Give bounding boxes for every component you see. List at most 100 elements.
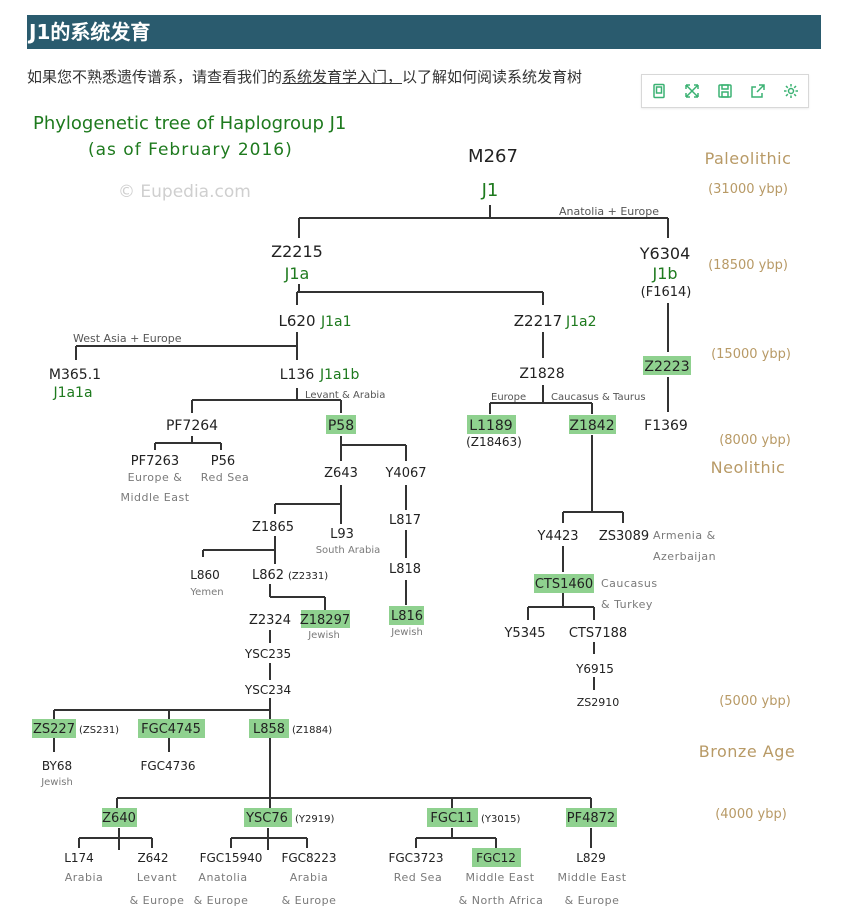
node-l817: L817 — [389, 513, 421, 528]
node-zs3089: ZS3089 — [599, 529, 649, 544]
node-y5345: Y5345 — [503, 626, 545, 641]
node-ysc235: YSC235 — [244, 647, 291, 661]
node-l816: L816 — [391, 609, 423, 624]
highlight-fgc4745 — [138, 719, 205, 738]
geo-fgc8223-1: Arabia — [290, 871, 329, 884]
highlight-l1189 — [467, 415, 516, 434]
node-zs227: ZS227 — [33, 722, 75, 737]
geo-fgc15940-1: Anatolia — [198, 871, 247, 884]
highlight-z640 — [102, 808, 137, 827]
image-toolbar — [641, 74, 809, 108]
geo-by68: Jewish — [40, 777, 73, 788]
geo-fgc12-2: & North Africa — [459, 894, 544, 907]
note-levant-arabia: Levant & Arabia — [305, 390, 385, 401]
geo-fgc8223-2: & Europe — [282, 894, 337, 907]
geo-l174: Arabia — [65, 871, 104, 884]
node-y4423: Y4423 — [536, 529, 578, 544]
node-fgc12: FGC12 — [476, 851, 516, 865]
node-fgc4736: FGC4736 — [140, 759, 195, 773]
highlight-fgc11 — [427, 808, 478, 827]
geo-l829-2: & Europe — [565, 894, 620, 907]
node-pf7264: PF7264 — [166, 418, 218, 434]
geo-l829-1: Middle East — [557, 871, 626, 884]
geo-fgc3723: Red Sea — [394, 871, 442, 884]
highlight-zs227 — [32, 719, 76, 738]
intro-before: 如果您不熟悉遗传谱系，请查看我们的 — [27, 68, 283, 86]
node-f1614: (F1614) — [641, 285, 692, 300]
save-icon[interactable] — [714, 80, 736, 102]
label-paleolithic: Paleolithic — [705, 149, 792, 168]
highlight-z18297 — [301, 610, 350, 628]
geo-z642-1: Levant — [137, 871, 177, 884]
node-z640: Z640 — [102, 811, 136, 826]
node-p58: P58 — [328, 418, 354, 434]
node-l174: L174 — [64, 851, 94, 865]
phylogenetics-intro-link[interactable]: 系统发育学入门， — [282, 68, 403, 86]
node-z642: Z642 — [137, 851, 168, 865]
geo-fgc12-1: Middle East — [465, 871, 534, 884]
node-cts1460: CTS1460 — [535, 577, 593, 592]
label-ybp-4000: (4000 ybp) — [715, 807, 787, 822]
highlight-l816 — [389, 606, 424, 625]
node-l136: L136 — [280, 367, 315, 383]
note-europe: Europe — [491, 392, 526, 403]
note-caucasus-taurus: Caucasus & Taurus — [551, 392, 646, 403]
node-p56: P56 — [211, 454, 235, 469]
geo-p56: Red Sea — [201, 471, 249, 484]
settings-icon[interactable] — [780, 80, 802, 102]
note-west-asia-europe: West Asia + Europe — [73, 332, 182, 345]
highlight-cts1460 — [534, 574, 594, 593]
node-cts7188: CTS7188 — [569, 626, 627, 641]
haplo-j1a: J1a — [284, 264, 310, 283]
label-ybp-18500: (18500 ybp) — [708, 258, 788, 273]
intro-text: 如果您不熟悉遗传谱系，请查看我们的系统发育学入门，以了解如何阅读系统发育树 — [27, 66, 582, 87]
node-by68: BY68 — [42, 759, 72, 773]
geo-cts1460-2: & Turkey — [601, 598, 653, 611]
node-z2217: Z2217 — [514, 312, 562, 330]
node-fgc4745: FGC4745 — [141, 722, 201, 737]
tree-nodes: M267 J1 Z2215 J1a Y6304 J1b (F1614) L620… — [33, 146, 716, 907]
share-icon[interactable] — [747, 80, 769, 102]
node-z2324: Z2324 — [249, 613, 291, 628]
node-z18297: Z18297 — [300, 613, 350, 628]
node-zs231: (ZS231) — [79, 725, 119, 736]
bookmark-icon[interactable] — [648, 80, 670, 102]
highlight-ysc76 — [244, 808, 292, 827]
node-y3015: (Y3015) — [481, 814, 520, 825]
haplo-j1a1a: J1a1a — [52, 385, 92, 401]
label-ybp-31000: (31000 ybp) — [708, 182, 788, 197]
geo-zs3089-1: Armenia & — [653, 529, 716, 542]
section-heading: J1的系统发育 — [27, 15, 821, 49]
label-neolithic: Neolithic — [711, 458, 786, 477]
node-l860: L860 — [190, 568, 220, 582]
branch-notes: Anatolia + Europe West Asia + Europe Lev… — [73, 205, 659, 403]
node-z2223: Z2223 — [644, 359, 689, 375]
haplo-j1a1: J1a1 — [320, 314, 352, 330]
tree-title-line2: (as of February 2016) — [88, 140, 293, 160]
node-z1828: Z1828 — [519, 366, 564, 382]
tree-title-line1: Phylogenetic tree of Haplogroup J1 — [33, 113, 346, 134]
expand-icon[interactable] — [681, 80, 703, 102]
node-fgc11: FGC11 — [430, 811, 473, 826]
label-ybp-15000: (15000 ybp) — [711, 347, 791, 362]
geo-zs3089-2: Azerbaijan — [653, 550, 716, 563]
node-f1369: F1369 — [644, 418, 688, 434]
node-l1189: L1189 — [469, 418, 512, 434]
haplo-j1b: J1b — [651, 264, 677, 283]
node-z643: Z643 — [324, 466, 358, 481]
highlight-z2223 — [643, 356, 691, 375]
geo-z642-2: & Europe — [130, 894, 185, 907]
node-y2919: (Y2919) — [295, 814, 334, 825]
node-l818: L818 — [389, 562, 421, 577]
node-pf4872: PF4872 — [567, 811, 615, 826]
haplo-j1a1b: J1a1b — [319, 367, 360, 383]
node-l829: L829 — [576, 851, 606, 865]
haplo-j1a2: J1a2 — [565, 314, 597, 330]
geo-l816: Jewish — [390, 627, 423, 638]
geo-l93: South Arabia — [316, 545, 381, 556]
node-l858: L858 — [253, 722, 285, 737]
highlight-p58 — [326, 415, 356, 434]
node-ysc234: YSC234 — [244, 683, 291, 697]
node-l862: L862 — [252, 568, 284, 583]
